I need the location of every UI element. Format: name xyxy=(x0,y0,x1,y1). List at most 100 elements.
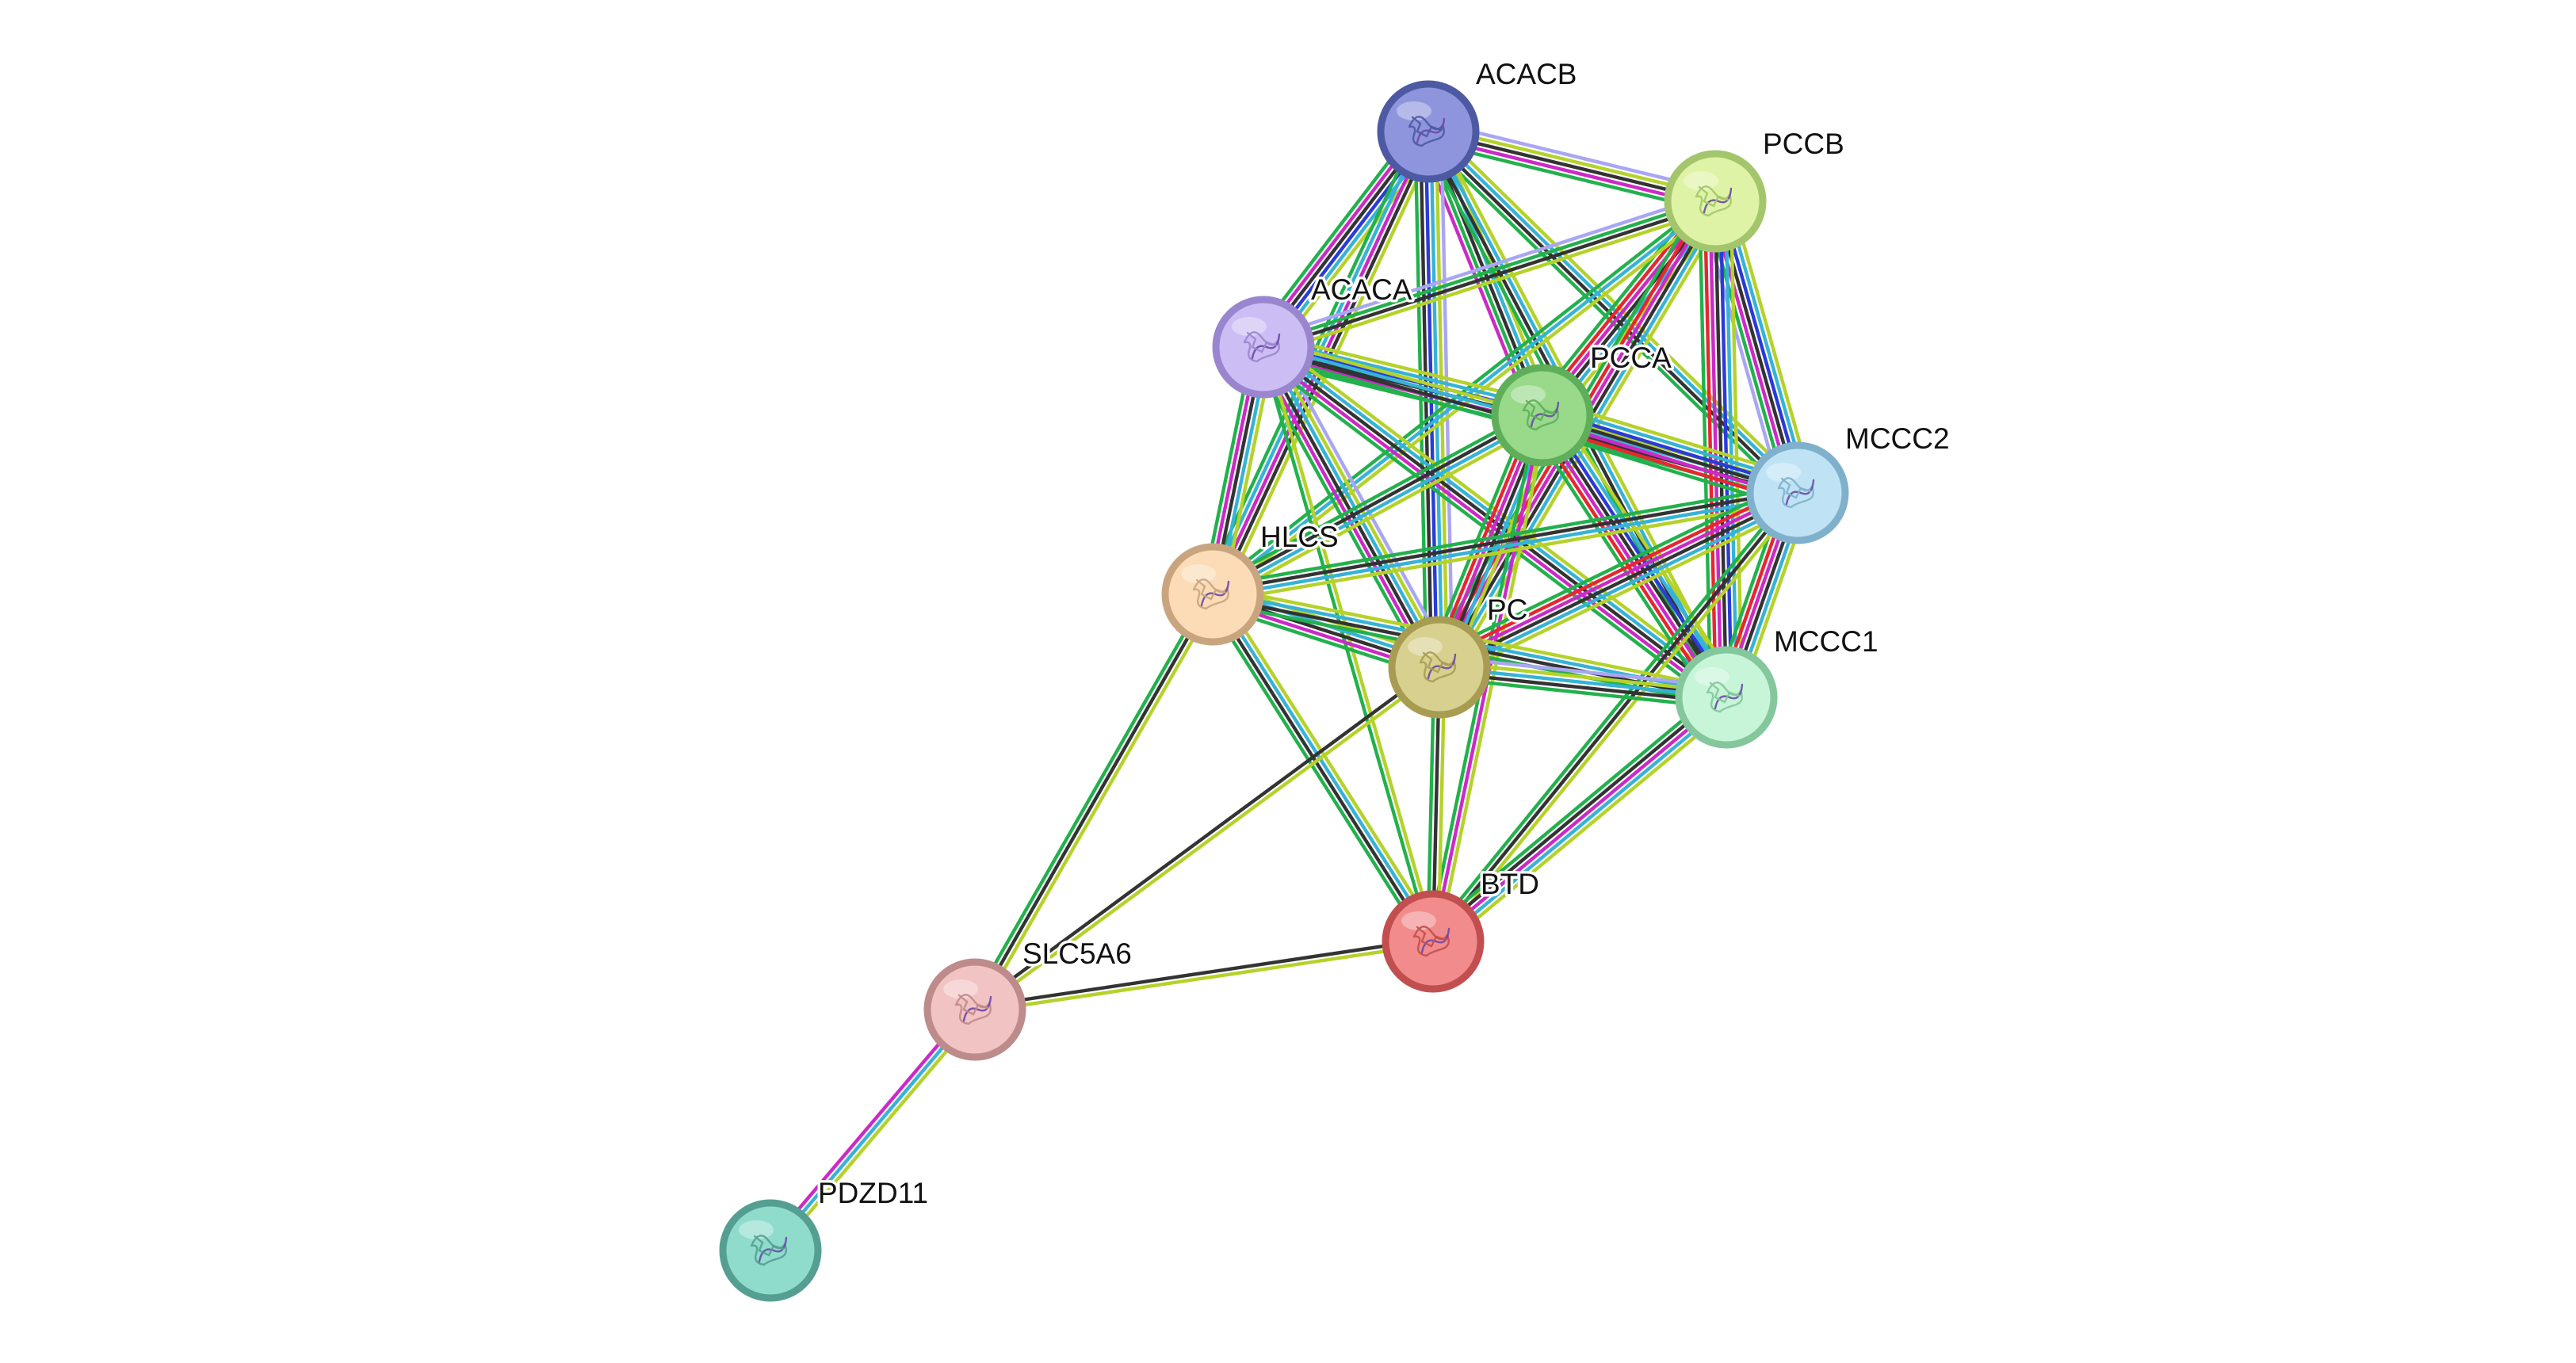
databases-evidence-line xyxy=(1435,700,1731,947)
interaction-edge[interactable] xyxy=(1204,589,1442,947)
node-highlight xyxy=(1401,911,1436,930)
fusion-evidence-line xyxy=(1435,484,1795,662)
databases-evidence-line xyxy=(1550,408,1737,693)
node-highlight xyxy=(1397,101,1431,120)
protein-node-mccc2[interactable] xyxy=(1746,441,1849,544)
protein-label-btd: BTD xyxy=(1481,868,1539,900)
textmining-evidence-line xyxy=(1215,420,1547,603)
protein-label-pdzd11: PDZD11 xyxy=(818,1177,928,1209)
protein-nodes xyxy=(719,80,1849,1302)
databases-evidence-line xyxy=(1429,131,1444,667)
protein-label-hlcs: HLCS xyxy=(1260,521,1339,553)
interaction-edge[interactable] xyxy=(1260,192,1718,357)
coexpression-evidence-line xyxy=(974,937,1433,1009)
cooccurrence-evidence-line xyxy=(1545,411,1733,696)
neighborhood-evidence-line xyxy=(969,590,1210,1008)
node-highlight xyxy=(1408,637,1443,656)
textmining-evidence-line xyxy=(773,1011,980,1255)
textmining-evidence-line xyxy=(1268,337,1734,691)
interaction-edge[interactable] xyxy=(1210,483,1800,604)
databases-evidence-line xyxy=(1213,494,1798,599)
interaction-edge[interactable] xyxy=(1250,339,1453,675)
databases-evidence-line xyxy=(1206,128,1426,594)
node-highlight xyxy=(1232,317,1267,336)
interaction-edge[interactable] xyxy=(1425,688,1734,951)
protein-label-pcca: PCCA xyxy=(1590,342,1672,374)
coexpression-evidence-line xyxy=(1431,491,1799,943)
databases-evidence-line xyxy=(1723,197,1810,491)
protein-label-pc: PC xyxy=(1487,594,1527,626)
experiments-evidence-line xyxy=(1437,489,1798,667)
textmining-evidence-line xyxy=(1728,197,1815,490)
coexpression-evidence-line xyxy=(1212,488,1798,594)
protein-node-mccc1[interactable] xyxy=(1675,646,1778,749)
protein-node-btd[interactable] xyxy=(1382,890,1485,993)
experiments-evidence-line xyxy=(765,1005,973,1249)
protein-structure-icon xyxy=(954,994,992,1025)
node-highlight xyxy=(1695,667,1729,686)
protein-node-acacb[interactable] xyxy=(1377,80,1480,183)
textmining-evidence-line xyxy=(975,667,1443,1014)
neighborhood-evidence-line xyxy=(1703,203,1790,497)
coexpression-evidence-line xyxy=(1263,202,1717,352)
homology-evidence-line xyxy=(1698,204,1785,498)
neighborhood-evidence-line xyxy=(1425,688,1721,935)
coexpression-evidence-line xyxy=(1428,692,1725,939)
coexpression-evidence-line xyxy=(1425,132,1798,496)
protein-structure-icon xyxy=(1695,185,1733,217)
textmining-evidence-line xyxy=(975,942,1434,1014)
protein-node-pccb[interactable] xyxy=(1664,150,1767,253)
protein-node-acaca[interactable] xyxy=(1212,296,1315,399)
textmining-evidence-line xyxy=(1439,704,1734,951)
textmining-evidence-line xyxy=(1214,204,1720,600)
coexpression-evidence-line xyxy=(1439,493,1800,671)
interaction-edge[interactable] xyxy=(1208,407,1547,603)
experiments-evidence-line xyxy=(1431,696,1728,943)
interaction-edge[interactable] xyxy=(974,937,1434,1014)
node-highlight xyxy=(1766,463,1801,482)
databases-evidence-line xyxy=(1428,128,1801,493)
protein-node-slc5a6[interactable] xyxy=(923,958,1026,1061)
textmining-evidence-line xyxy=(1265,207,1718,357)
protein-label-slc5a6: SLC5A6 xyxy=(1022,937,1132,970)
databases-evidence-line xyxy=(1723,200,1739,697)
protein-structure-icon xyxy=(1419,651,1457,683)
protein-structure-icon xyxy=(750,1235,788,1266)
protein-node-pcca[interactable] xyxy=(1491,364,1594,467)
interaction-edges xyxy=(765,120,1815,1255)
databases-evidence-line xyxy=(1263,345,1443,667)
protein-node-pc[interactable] xyxy=(1388,616,1491,719)
node-highlight xyxy=(1511,385,1546,404)
textmining-evidence-line xyxy=(1554,405,1741,690)
coexpression-evidence-line xyxy=(972,663,1439,1010)
homology-evidence-line xyxy=(1260,192,1714,342)
textmining-evidence-line xyxy=(1217,589,1442,938)
protein-structure-icon xyxy=(1192,578,1230,610)
interaction-edge[interactable] xyxy=(1428,488,1803,946)
neighborhood-evidence-line xyxy=(1259,347,1432,943)
textmining-evidence-line xyxy=(1435,494,1803,946)
protein-node-pdzd11[interactable] xyxy=(719,1199,822,1302)
databases-evidence-line xyxy=(1213,592,1437,941)
neighborhood-evidence-line xyxy=(1432,479,1793,658)
interaction-edge[interactable] xyxy=(765,1005,980,1255)
coexpression-evidence-line xyxy=(1209,594,1433,944)
protein-structure-icon xyxy=(1706,682,1744,713)
cooccurrence-evidence-line xyxy=(1718,200,1733,697)
neighborhood-evidence-line xyxy=(1204,598,1428,947)
neighborhood-evidence-line xyxy=(1210,483,1797,589)
protein-label-acacb: ACACB xyxy=(1476,58,1577,90)
experiments-evidence-line xyxy=(1708,201,1723,698)
interaction-edge[interactable] xyxy=(972,663,1443,1014)
node-highlight xyxy=(1684,171,1718,190)
protein-node-hlcs[interactable] xyxy=(1161,543,1264,646)
neighborhood-evidence-line xyxy=(1208,407,1540,590)
node-highlight xyxy=(739,1220,774,1239)
protein-label-mccc2: MCCC2 xyxy=(1845,422,1950,455)
interaction-edge[interactable] xyxy=(1432,479,1805,681)
interaction-edge[interactable] xyxy=(969,590,1219,1014)
coexpression-evidence-line xyxy=(1210,411,1542,594)
protein-labels: ACACBPCCBACACAPCCAMCCC2HLCSPCMCCC1BTDSLC… xyxy=(816,55,1953,1212)
neighborhood-evidence-line xyxy=(1262,197,1715,346)
